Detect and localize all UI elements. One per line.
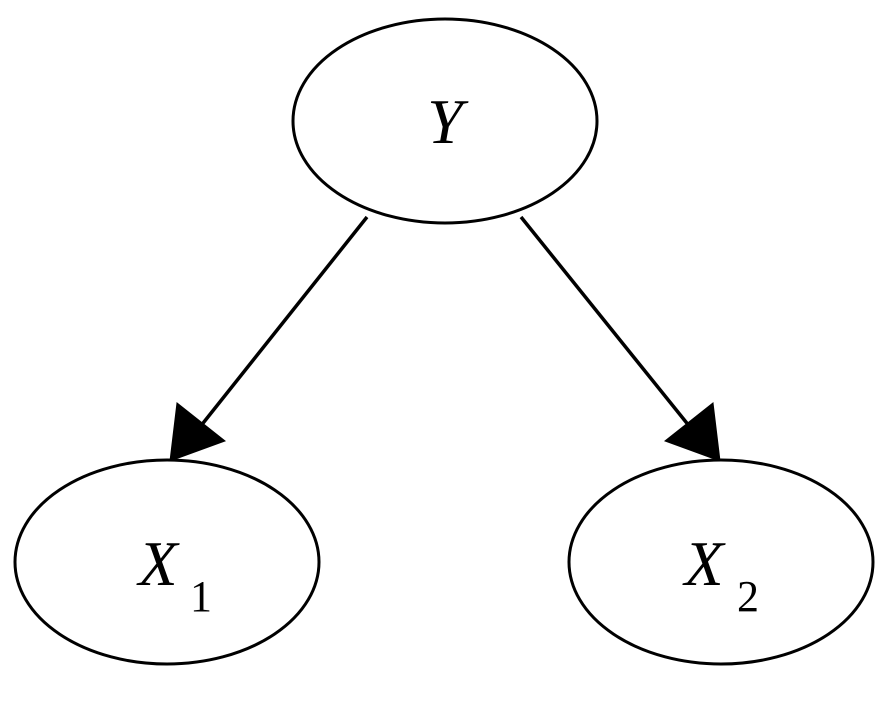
node-x2-label: X	[681, 528, 726, 599]
arrowhead-x2-icon	[663, 402, 721, 462]
node-x2-subscript: 2	[737, 572, 759, 621]
edge-y-to-x2-line	[519, 215, 696, 434]
node-x1-subscript: 1	[190, 572, 212, 621]
node-y: Y	[291, 17, 599, 225]
node-x1-ellipse	[13, 458, 321, 666]
node-x1-label: X	[135, 528, 180, 599]
node-x2: X 2	[567, 458, 875, 666]
node-x1: X 1	[13, 458, 321, 666]
edge-y-to-x1-line	[194, 215, 369, 434]
edge-y-to-x2	[519, 215, 721, 462]
node-y-label: Y	[427, 86, 469, 157]
node-y-ellipse	[291, 17, 599, 225]
node-x2-ellipse	[567, 458, 875, 666]
edge-y-to-x1	[169, 215, 369, 462]
arrowhead-x1-icon	[169, 402, 227, 462]
